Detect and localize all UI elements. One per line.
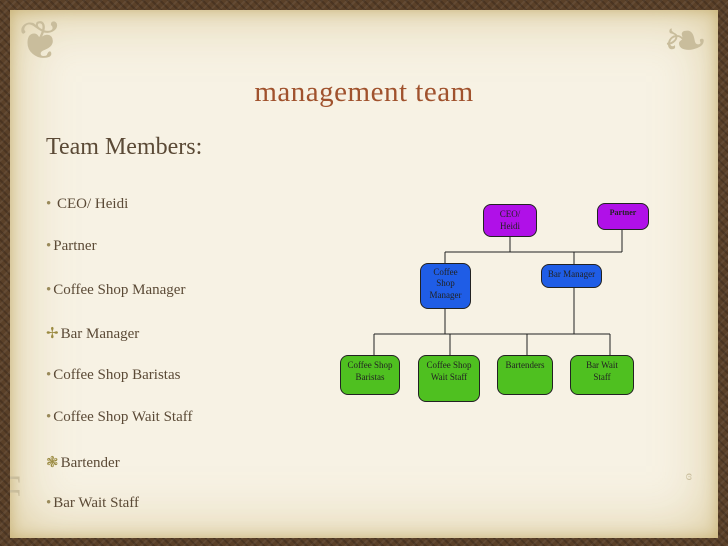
list-item: ❃Bartender [46,453,120,472]
slide-title: management team [254,76,474,108]
slide-subtitle: Team Members: [46,134,203,160]
org-node-coffee-shop-wait-staff: Coffee Shop Wait Staff [418,355,480,402]
corner-flourish-icon: ❧ [662,11,708,71]
list-item-label: CEO/ Heidi [53,196,129,212]
list-item: •Coffee Shop Baristas [46,367,180,384]
list-item: • CEO/ Heidi [46,196,128,213]
org-node-bar-wait-staff: Bar Wait Staff [570,355,634,395]
bullet-icon: • [46,495,52,511]
list-item-label: Coffee Shop Wait Staff [53,409,193,425]
list-item-label: Bar Wait Staff [53,495,139,511]
list-item-label: Coffee Shop Manager [53,282,186,298]
list-item-label: Bar Manager [60,326,140,342]
corner-flourish-icon: ❦ [18,11,64,71]
org-node-coffee-shop-baristas: Coffee Shop Baristas [340,355,400,395]
bullet-icon: • [46,367,52,383]
org-node-bar-manager: Bar Manager [541,264,602,288]
bullet-icon: • [46,282,52,298]
bullet-icon: • [46,238,52,254]
list-item: •Partner [46,238,97,255]
list-item-label: Bartender [60,455,120,471]
org-node-bartenders: Bartenders [497,355,553,395]
list-item: •Coffee Shop Manager [46,282,185,299]
corner-flourish-icon: ʭ [10,470,21,503]
org-node-coffee-shop-manager: Coffee Shop Manager [420,263,471,309]
bullet-icon: ❃ [46,455,59,471]
bullet-icon: • [46,409,52,425]
list-item: •Bar Wait Staff [46,495,139,512]
bullet-icon: ✢ [46,326,59,342]
list-item-label: Partner [53,238,97,254]
small-flourish-icon: ɞ [685,469,692,484]
bullet-icon: • [46,196,52,212]
org-node-ceo: CEO/ Heidi [483,204,537,237]
list-item-label: Coffee Shop Baristas [53,367,181,383]
org-node-partner: Partner [597,203,649,230]
list-item: ✢Bar Manager [46,324,139,343]
list-item: •Coffee Shop Wait Staff [46,409,192,426]
